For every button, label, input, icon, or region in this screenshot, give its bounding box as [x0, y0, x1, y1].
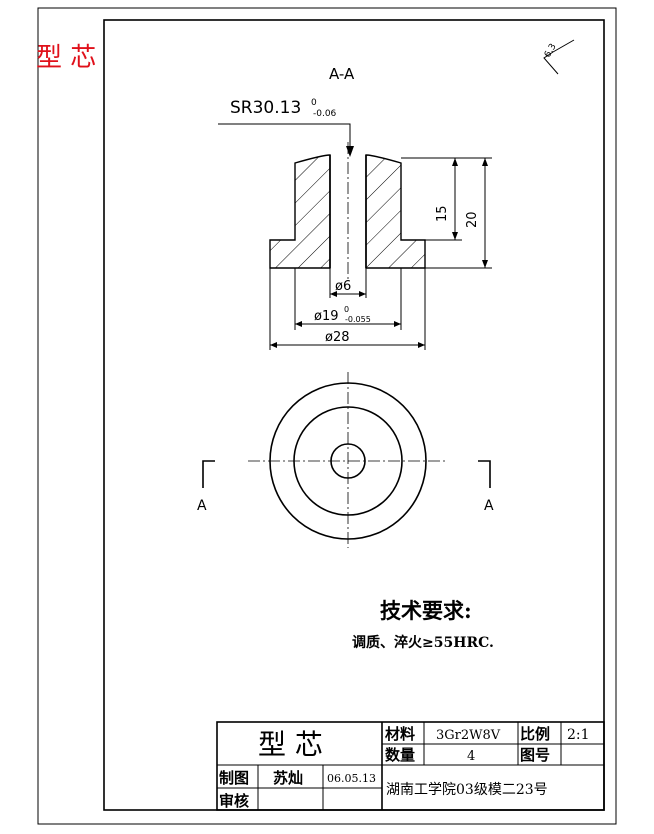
roughness-value: 6.3: [543, 42, 559, 59]
diameter-dimensions: ø6 ø19 0 -0.055 ø28: [269, 268, 426, 350]
check-label: 审核: [219, 792, 249, 810]
dim-d19-main: ø19: [314, 309, 339, 324]
cut-mark-right: A: [484, 498, 494, 514]
section-view: [269, 142, 426, 280]
inner-border: [103, 19, 605, 811]
drawing-number-label: 图号: [520, 746, 550, 764]
drawn-date: 06.05.13: [327, 772, 376, 785]
dim-d28: ø28: [325, 330, 350, 345]
dim-d19-lower: -0.055: [345, 315, 371, 324]
cut-plane-markers: A A: [197, 460, 494, 514]
sr-dim-main: SR30.13: [230, 98, 301, 118]
corner-title: 型 芯: [36, 43, 96, 73]
dim-20: 20: [465, 211, 480, 228]
quantity-label: 数量: [385, 746, 415, 764]
surface-roughness-symbol: 6.3: [543, 39, 575, 75]
height-dimensions: 15 20: [401, 157, 492, 269]
cut-mark-left: A: [197, 498, 207, 514]
section-label: A-A: [329, 65, 355, 83]
material-label: 材料: [385, 725, 415, 743]
sr-dimension: SR30.13 0 -0.06: [218, 98, 354, 157]
sr-dim-upper: 0: [311, 98, 317, 108]
top-view: [248, 372, 448, 548]
dim-15: 15: [435, 205, 450, 222]
outer-border: [37, 7, 617, 825]
drawn-by: 苏灿: [273, 769, 303, 787]
scale-label: 比例: [520, 725, 550, 743]
dim-d6: ø6: [335, 279, 351, 294]
sr-dim-lower: -0.06: [313, 109, 337, 119]
dim-d19-upper: 0: [344, 305, 349, 314]
tech-line: 调质、淬火≥55HRC.: [352, 634, 494, 651]
part-name: 型 芯: [258, 728, 323, 761]
drawn-label: 制图: [219, 769, 249, 787]
scale-value: 2:1: [567, 727, 590, 743]
material-value: 3Gr2W8V: [436, 728, 501, 743]
quantity-value: 4: [467, 749, 475, 764]
tech-heading: 技术要求:: [380, 598, 472, 623]
title-block: 型 芯 材料 3Gr2W8V 比例 2:1 数量 4 图号 制图 苏灿 06.0…: [216, 721, 605, 811]
school-name: 湖南工学院03级模二23号: [386, 782, 548, 798]
